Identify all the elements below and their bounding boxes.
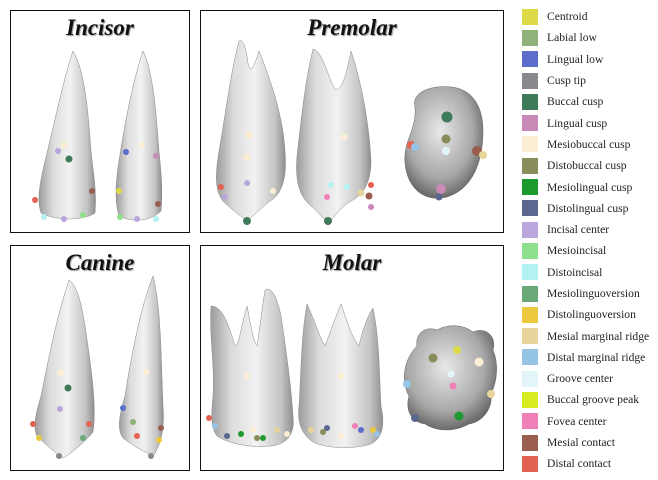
legend-item: Distobuccal cusp — [522, 155, 656, 176]
legend-label: Groove center — [547, 372, 613, 386]
molar-occlusal-view — [404, 325, 497, 431]
molar-buccal-view — [210, 288, 294, 447]
incisor-labial-view — [38, 50, 96, 220]
legend-swatch — [522, 413, 538, 430]
legend-label: Distolinguoversion — [547, 308, 636, 322]
legend-swatch — [522, 455, 538, 472]
legend-swatch — [522, 72, 538, 89]
legend-item: Distolingual cusp — [522, 198, 656, 219]
legend-swatch — [522, 434, 538, 451]
legend-label: Labial low — [547, 31, 597, 45]
legend-swatch — [522, 51, 538, 68]
legend-item: Fovea center — [522, 411, 656, 432]
legend-item: Buccal groove peak — [522, 389, 656, 410]
legend-item: Cusp tip — [522, 70, 656, 91]
legend-swatch — [522, 306, 538, 323]
legend-item: Mesiolinguoversion — [522, 283, 656, 304]
legend-item: Distoincisal — [522, 262, 656, 283]
legend-item: Mesial marginal ridge — [522, 325, 656, 346]
legend-swatch — [522, 221, 538, 238]
panel-canine: Canine — [10, 245, 190, 471]
incisor-illustration — [32, 50, 163, 222]
panel-incisor: Incisor — [10, 10, 190, 233]
legend-swatch — [522, 200, 538, 217]
legend-label: Lingual low — [547, 52, 604, 66]
legend-swatch — [522, 179, 538, 196]
legend-label: Incisal center — [547, 223, 610, 237]
legend-label: Mesiolingual cusp — [547, 180, 633, 194]
legend-label: Fovea center — [547, 414, 607, 428]
panel-title-canine: Canine — [65, 250, 135, 275]
legend-label: Buccal cusp — [547, 95, 604, 109]
legend-item: Mesial contact — [522, 432, 656, 453]
legend-swatch — [522, 349, 538, 366]
legend-label: Mesial marginal ridge — [547, 329, 650, 343]
legend-item: Mesiobuccal cusp — [522, 134, 656, 155]
legend-item: Lingual cusp — [522, 112, 656, 133]
premolar-buccal-view — [216, 40, 286, 222]
legend-label: Centroid — [547, 10, 588, 24]
canine-labial-view — [34, 279, 95, 459]
legend-label: Mesial contact — [547, 436, 615, 450]
legend-item: Distal marginal ridge — [522, 347, 656, 368]
canine-proximal-view — [119, 275, 164, 457]
legend-swatch — [522, 29, 538, 46]
legend-swatch — [522, 391, 538, 408]
canine-illustration — [30, 275, 164, 459]
legend-item: Incisal center — [522, 219, 656, 240]
legend-item: Labial low — [522, 27, 656, 48]
legend-swatch — [522, 285, 538, 302]
premolar-mesial-view — [296, 48, 372, 224]
panel-title-molar: Molar — [322, 250, 382, 275]
legend-item: Distolinguoversion — [522, 304, 656, 325]
legend-swatch — [522, 93, 538, 110]
panel-title-premolar: Premolar — [307, 15, 397, 40]
legend-label: Lingual cusp — [547, 116, 608, 130]
legend-item: Mesiolingual cusp — [522, 176, 656, 197]
legend-swatch — [522, 242, 538, 259]
legend-item: Distal contact — [522, 453, 656, 474]
legend-label: Distal contact — [547, 457, 612, 471]
legend-label: Distoincisal — [547, 265, 603, 279]
panel-molar: Molar — [200, 245, 504, 471]
legend-label: Distobuccal cusp — [547, 159, 627, 173]
legend-label: Mesiolinguoversion — [547, 287, 640, 300]
legend-label: Mesioincisal — [547, 244, 607, 258]
legend-swatch — [522, 370, 538, 387]
legend-item: Buccal cusp — [522, 91, 656, 112]
panel-title-incisor: Incisor — [66, 15, 134, 40]
legend-swatch — [522, 157, 538, 174]
molar-illustration — [206, 288, 497, 448]
legend-label: Cusp tip — [547, 74, 586, 88]
legend-label: Buccal groove peak — [547, 393, 640, 407]
legend-item: Mesioincisal — [522, 240, 656, 261]
legend-label: Mesiobuccal cusp — [547, 137, 631, 151]
legend-swatch — [522, 8, 538, 25]
legend-label: Distal marginal ridge — [547, 350, 646, 364]
panel-premolar: Premolar — [200, 10, 504, 233]
incisor-proximal-view — [115, 50, 163, 221]
legend-item: Groove center — [522, 368, 656, 389]
premolar-illustration — [216, 40, 487, 225]
legend-item: Centroid — [522, 6, 656, 27]
legend-swatch — [522, 264, 538, 281]
legend-item: Lingual low — [522, 49, 656, 70]
legend-swatch — [522, 136, 538, 153]
legend-swatch — [522, 115, 538, 132]
legend-label: Distolingual cusp — [547, 201, 629, 215]
legend-swatch — [522, 328, 538, 345]
